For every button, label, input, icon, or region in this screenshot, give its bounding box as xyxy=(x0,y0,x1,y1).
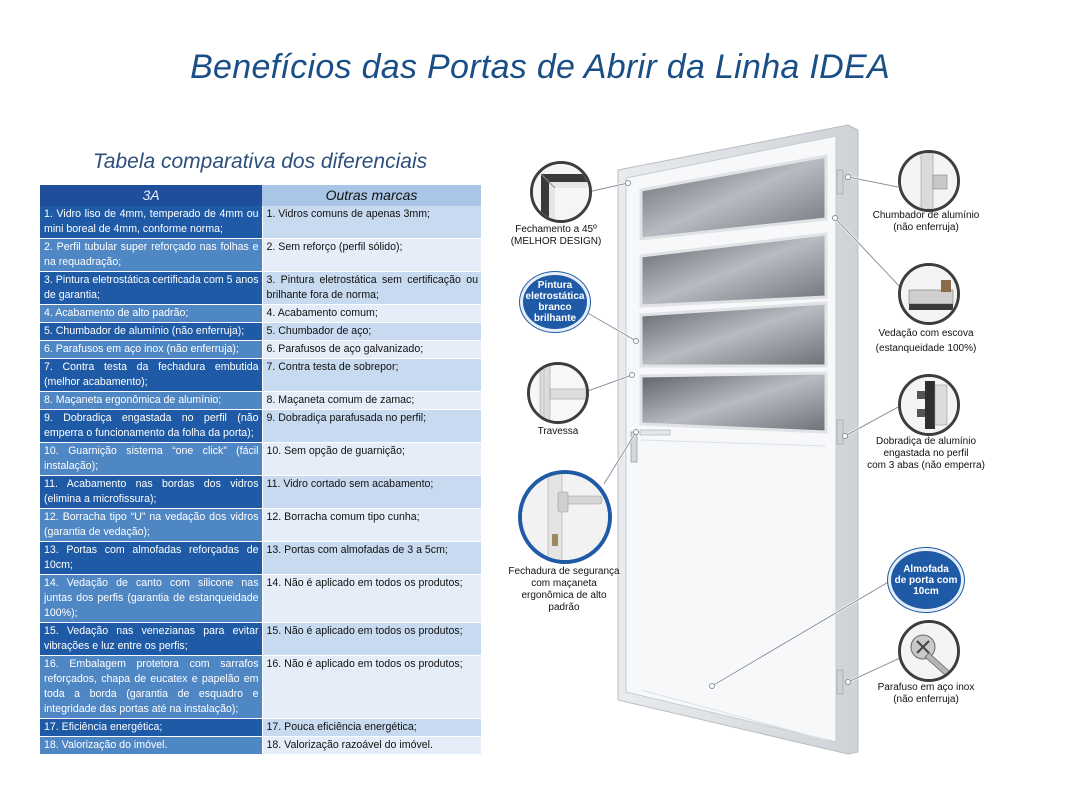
table-row: 15. Vedação nas venezianas para evitar v… xyxy=(40,622,481,656)
table-caption: Tabela comparativa dos diferenciais xyxy=(92,150,428,173)
cell-3a: 3. Pintura eletrostática certificada com… xyxy=(40,271,262,305)
parafuso-caption: Parafuso em aço inox(não enferruja) xyxy=(877,682,975,705)
chumbador-detail-image xyxy=(898,150,960,212)
cell-outras-marcas: 14. Não é aplicado em todos os produtos; xyxy=(261,574,481,623)
table-row: 1. Vidro liso de 4mm, temperado de 4mm o… xyxy=(40,206,481,239)
cell-outras-marcas: 10. Sem opção de guarnição; xyxy=(261,442,481,476)
cell-outras-marcas: 4. Acabamento comum; xyxy=(261,304,481,323)
table-row: 8. Maçaneta ergonômica de alumínio;8. Ma… xyxy=(40,391,481,410)
door-leaf xyxy=(625,135,837,743)
header-3a: 3A xyxy=(40,185,262,206)
table-header-row: 3A Outras marcas xyxy=(40,185,481,206)
travessa-detail-image xyxy=(527,362,589,424)
cell-outras-marcas: 5. Chumbador de aço; xyxy=(261,322,481,341)
door-frame xyxy=(617,124,859,755)
cell-outras-marcas: 15. Não é aplicado em todos os produtos; xyxy=(261,622,481,656)
cell-outras-marcas: 7. Contra testa de sobrepor; xyxy=(261,358,481,392)
cell-outras-marcas: 6. Parafusos de aço galvanizado; xyxy=(261,340,481,359)
travessa-caption: Travessa xyxy=(537,426,579,437)
cell-outras-marcas: 18. Valorização razoável do imóvel. xyxy=(261,736,481,755)
table-row: 10. Guarnição sistema “one click” (fácil… xyxy=(40,442,481,476)
cell-3a: 13. Portas com almofadas reforçadas de 1… xyxy=(40,541,262,575)
table-row: 16. Embalagem protetora com sarrafos ref… xyxy=(40,655,481,719)
vedacao-detail-image xyxy=(898,263,960,325)
page-title: Benefícios das Portas de Abrir da Linha … xyxy=(190,48,890,86)
cell-3a: 10. Guarnição sistema “one click” (fácil… xyxy=(40,442,262,476)
comparison-table: 3A Outras marcas 1. Vidro liso de 4mm, t… xyxy=(40,185,481,755)
table-row: 14. Vedação de canto com silicone nas ju… xyxy=(40,574,481,623)
cell-outras-marcas: 2. Sem reforço (perfil sólido); xyxy=(261,238,481,272)
cell-3a: 12. Borracha tipo “U” na vedação dos vid… xyxy=(40,508,262,542)
table-row: 4. Acabamento de alto padrão;4. Acabamen… xyxy=(40,304,481,323)
cell-outras-marcas: 12. Borracha comum tipo cunha; xyxy=(261,508,481,542)
table-row: 11. Acabamento nas bordas dos vidros (el… xyxy=(40,475,481,509)
fechamento-caption: Fechamento a 45º(MELHOR DESIGN) xyxy=(510,224,602,247)
cell-3a: 16. Embalagem protetora com sarrafos ref… xyxy=(40,655,262,719)
cell-outras-marcas: 16. Não é aplicado em todos os produtos; xyxy=(261,655,481,719)
cell-3a: 6. Parafusos em aço inox (não enferruja)… xyxy=(40,340,262,359)
cell-3a: 7. Contra testa da fechadura embutida (m… xyxy=(40,358,262,392)
cell-3a: 17. Eficiência energética; xyxy=(40,718,262,737)
table-row: 6. Parafusos em aço inox (não enferruja)… xyxy=(40,340,481,359)
cell-3a: 9. Dobradiça engastada no perfil (não em… xyxy=(40,409,262,443)
parafuso-detail-image xyxy=(898,620,960,682)
corner-45-detail-image xyxy=(530,161,592,223)
chumbador-caption: Chumbador de alumínio(não enferruja) xyxy=(872,210,980,233)
cell-outras-marcas: 1. Vidros comuns de apenas 3mm; xyxy=(261,206,481,239)
header-outras-marcas: Outras marcas xyxy=(262,185,481,206)
glass-pane-2 xyxy=(639,232,828,308)
cell-3a: 18. Valorização do imóvel. xyxy=(40,736,262,755)
dobradica-detail-image xyxy=(898,374,960,436)
table-row: 2. Perfil tubular super reforçado nas fo… xyxy=(40,238,481,272)
cell-3a: 5. Chumbador de alumínio (não enferruja)… xyxy=(40,322,262,341)
door-handle xyxy=(630,431,638,463)
cell-3a: 2. Perfil tubular super reforçado nas fo… xyxy=(40,238,262,272)
table-body: 1. Vidro liso de 4mm, temperado de 4mm o… xyxy=(40,206,481,755)
table-row: 12. Borracha tipo “U” na vedação dos vid… xyxy=(40,508,481,542)
cell-3a: 4. Acabamento de alto padrão; xyxy=(40,304,262,323)
glass-pane-1 xyxy=(639,154,828,241)
cell-3a: 11. Acabamento nas bordas dos vidros (el… xyxy=(40,475,262,509)
cell-3a: 1. Vidro liso de 4mm, temperado de 4mm o… xyxy=(40,206,262,239)
glass-pane-4 xyxy=(639,371,828,434)
cell-outras-marcas: 3. Pintura eletrostática sem certificaçã… xyxy=(261,271,481,305)
table-row: 18. Valorização do imóvel.18. Valorizaçã… xyxy=(40,736,481,755)
table-row: 3. Pintura eletrostática certificada com… xyxy=(40,271,481,305)
cell-outras-marcas: 13. Portas com almofadas de 3 a 5cm; xyxy=(261,541,481,575)
cell-outras-marcas: 17. Pouca eficiência energética; xyxy=(261,718,481,737)
cell-3a: 15. Vedação nas venezianas para evitar v… xyxy=(40,622,262,656)
table-row: 17. Eficiência energética;17. Pouca efic… xyxy=(40,718,481,737)
cell-outras-marcas: 8. Maçaneta comum de zamac; xyxy=(261,391,481,410)
cell-outras-marcas: 11. Vidro cortado sem acabamento; xyxy=(261,475,481,509)
cell-3a: 14. Vedação de canto com silicone nas ju… xyxy=(40,574,262,623)
cell-outras-marcas: 9. Dobradiça parafusada no perfil; xyxy=(261,409,481,443)
glass-pane-3 xyxy=(639,301,828,368)
fechadura-detail-image xyxy=(518,470,612,564)
vedacao-caption: Vedação com escova(estanqueidade 100%) xyxy=(875,328,977,354)
table-row: 7. Contra testa da fechadura embutida (m… xyxy=(40,358,481,392)
table-row: 13. Portas com almofadas reforçadas de 1… xyxy=(40,541,481,575)
table-row: 9. Dobradiça engastada no perfil (não em… xyxy=(40,409,481,443)
cell-3a: 8. Maçaneta ergonômica de alumínio; xyxy=(40,391,262,410)
table-row: 5. Chumbador de alumínio (não enferruja)… xyxy=(40,322,481,341)
